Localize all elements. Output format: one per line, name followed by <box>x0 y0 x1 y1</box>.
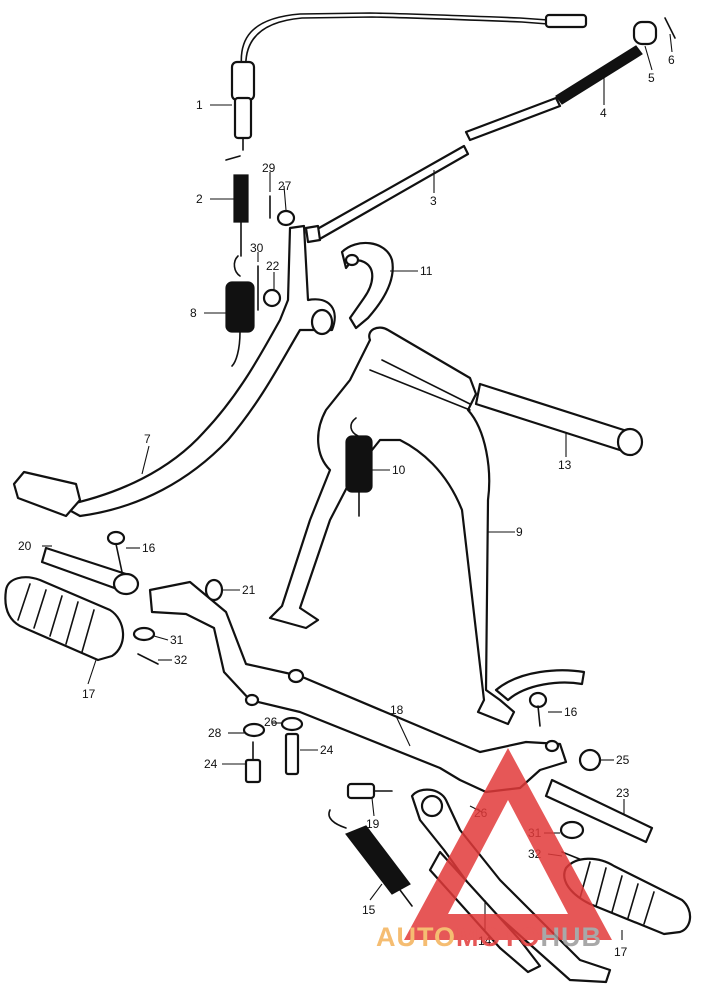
callout-30: 30 <box>250 241 264 255</box>
callout-29: 29 <box>262 161 276 175</box>
washer-31-left <box>132 626 156 642</box>
bolt-24-left <box>244 741 262 784</box>
footpeg-rubber-left <box>4 576 125 662</box>
spring-25 <box>578 748 602 772</box>
callout-27: 27 <box>278 179 292 193</box>
callout-13: 13 <box>558 458 572 472</box>
callout-15: 15 <box>362 903 376 917</box>
washer-31-right <box>559 820 585 840</box>
callout-labels: 1 2 3 4 5 6 7 8 9 10 11 13 14 15 16 16 1… <box>18 53 675 959</box>
pin-16-right <box>528 691 548 727</box>
callout-5: 5 <box>648 71 655 85</box>
callout-3: 3 <box>430 194 437 208</box>
callout-7: 7 <box>144 432 151 446</box>
logo-triangle-icon <box>404 748 612 940</box>
callout-21: 21 <box>242 583 256 597</box>
callout-24b: 24 <box>320 743 334 757</box>
callout-10: 10 <box>392 463 406 477</box>
callout-25: 25 <box>616 753 630 767</box>
washer-27 <box>276 209 296 227</box>
callout-20: 20 <box>18 539 32 553</box>
main-stand <box>268 326 586 726</box>
callout-17b: 17 <box>614 945 628 959</box>
pin-16-left <box>106 530 126 573</box>
callout-24a: 24 <box>204 757 218 771</box>
logo-word-moto: MOTO <box>456 922 541 952</box>
cable-assembly <box>225 12 588 161</box>
callout-23: 23 <box>616 786 630 800</box>
spring-15 <box>328 809 413 907</box>
callout-32a: 32 <box>174 653 188 667</box>
callout-17a: 17 <box>82 687 96 701</box>
spring-21 <box>204 578 224 602</box>
svg-text:AUTOMOTOHUB: AUTOMOTOHUB <box>376 922 602 952</box>
footpeg-shaft-20 <box>40 546 140 596</box>
washer-26-left <box>280 716 304 732</box>
stand-shaft-13 <box>474 382 644 457</box>
watermark-logo: AUTOMOTOHUB <box>376 748 612 952</box>
callout-31a: 31 <box>170 633 184 647</box>
brake-pedal <box>12 224 336 518</box>
footpeg-shaft-23 <box>544 778 654 844</box>
spring-2 <box>233 174 249 257</box>
callout-11: 11 <box>420 264 433 278</box>
clip-22 <box>262 288 282 308</box>
logo-word-auto: AUTO <box>376 922 456 952</box>
pin-32-left <box>137 653 159 665</box>
pin-32-right <box>561 851 583 861</box>
callout-19: 19 <box>366 817 380 831</box>
bracket-11 <box>340 241 394 330</box>
bolt-24-right <box>284 732 300 776</box>
footrest-bar <box>148 580 568 794</box>
bolt-19 <box>346 782 393 800</box>
callout-1: 1 <box>196 98 203 112</box>
callout-26a: 26 <box>264 715 278 729</box>
spring-10 <box>345 417 373 517</box>
callout-16a: 16 <box>142 541 156 555</box>
callout-22: 22 <box>266 259 280 273</box>
spring-8 <box>225 255 255 367</box>
callout-9: 9 <box>516 525 523 539</box>
callout-18: 18 <box>390 703 404 717</box>
callout-4: 4 <box>600 106 607 120</box>
callout-28: 28 <box>208 726 222 740</box>
callout-2: 2 <box>196 192 203 206</box>
logo-word-hub: HUB <box>541 922 603 952</box>
washer-28 <box>242 722 266 738</box>
callout-8: 8 <box>190 306 197 320</box>
callout-6: 6 <box>668 53 675 67</box>
adjuster-rod <box>304 17 676 244</box>
callout-16b: 16 <box>564 705 578 719</box>
